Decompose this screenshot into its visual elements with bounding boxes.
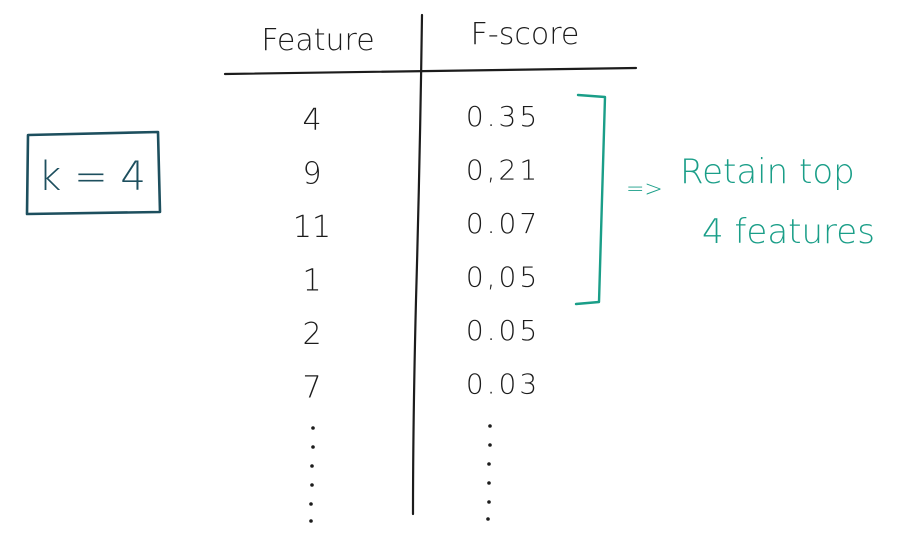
k-box-outline — [25, 130, 162, 216]
feature-id-cell: 4 — [302, 103, 321, 138]
score-column-header: F-score — [471, 17, 580, 52]
f-score-cell: 0.07 — [466, 207, 540, 240]
annotation-arrow: => — [626, 177, 663, 202]
f-score-cell: 0,05 — [466, 261, 540, 294]
table-header: Feature F-score — [261, 17, 579, 58]
column-divider — [411, 13, 424, 516]
annotation-line-2: 4 features — [702, 212, 875, 252]
feature-id-cell: 9 — [302, 157, 321, 192]
annotation-line-1: Retain top — [680, 152, 855, 192]
f-score-cell: 0.05 — [466, 314, 540, 347]
retain-annotation: => Retain top 4 features — [626, 152, 875, 252]
feature-id-cell: 7 — [302, 371, 321, 406]
top-k-bracket — [574, 93, 607, 306]
score-continuation-dots — [486, 424, 492, 521]
feature-continuation-dots — [309, 426, 315, 523]
header-underline — [223, 66, 638, 76]
feature-id-cell: 1 — [302, 264, 321, 299]
feature-column-header: Feature — [261, 23, 374, 58]
f-score-cell: 0,21 — [466, 154, 540, 187]
feature-id-cell: 2 — [302, 317, 321, 352]
k-value-box: k = 4 — [25, 130, 162, 216]
feature-id-cell: 11 — [293, 210, 331, 245]
k-value-label: k = 4 — [38, 154, 146, 200]
f-score-cell: 0.03 — [466, 368, 540, 401]
f-score-cell: 0.35 — [466, 100, 540, 133]
